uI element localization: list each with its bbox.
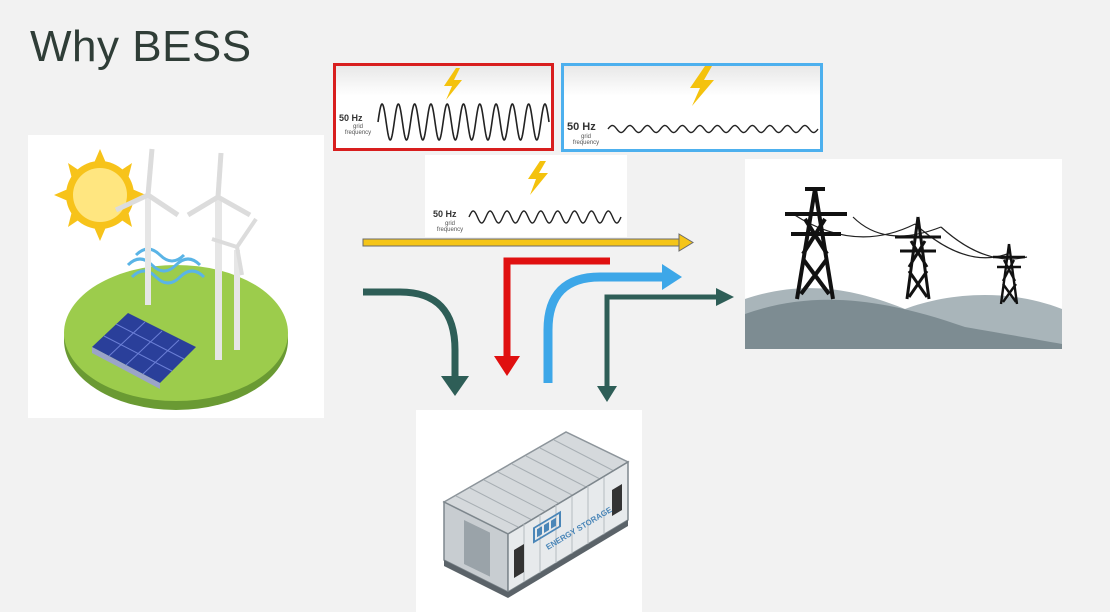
- lightning-icon: [690, 66, 714, 106]
- slide-title: Why BESS: [30, 22, 252, 71]
- energy-storage-image: ENERGY STORAGE: [416, 410, 642, 612]
- lightning-icon: [444, 68, 462, 100]
- discharge-arrow: [597, 288, 734, 402]
- grid-frequency-graphic: [468, 161, 622, 224]
- container-base: [508, 520, 628, 598]
- renewables-image: [28, 135, 324, 418]
- frequency-label: 50 Hz: [433, 209, 457, 219]
- charge-arrow: [363, 288, 469, 396]
- frequency-label: 50 Hz: [567, 121, 596, 133]
- red-arrow: [494, 257, 610, 376]
- wind-icon: [126, 247, 206, 285]
- container-door: [464, 520, 490, 577]
- hill: [745, 299, 1062, 349]
- frequency-label: 50 Hz: [339, 113, 363, 123]
- wave-line: [468, 210, 622, 224]
- transmission-tower-icon: [993, 243, 1025, 305]
- power-grid-image: [745, 159, 1062, 349]
- solar-panel-icon: [92, 313, 196, 389]
- roof-ridges: [455, 439, 617, 528]
- transmission-tower-icon: [785, 187, 847, 300]
- battery-icon: [533, 510, 561, 544]
- yellow-arrow: [362, 233, 694, 252]
- unstable-frequency-graphic: [336, 66, 551, 141]
- vent: [612, 484, 622, 516]
- wave-line: [377, 103, 550, 141]
- wind-turbine-icon: [186, 152, 252, 360]
- vent: [514, 544, 524, 578]
- wind-turbine-icon: [114, 148, 180, 305]
- wave-line: [607, 124, 819, 134]
- container-base: [444, 560, 508, 598]
- transmission-tower-icon: [895, 216, 941, 300]
- wind-turbine-icon: [211, 217, 258, 350]
- lightning-icon: [528, 161, 548, 195]
- blue-arrow: [543, 264, 682, 383]
- stable-frequency-graphic: [564, 66, 820, 134]
